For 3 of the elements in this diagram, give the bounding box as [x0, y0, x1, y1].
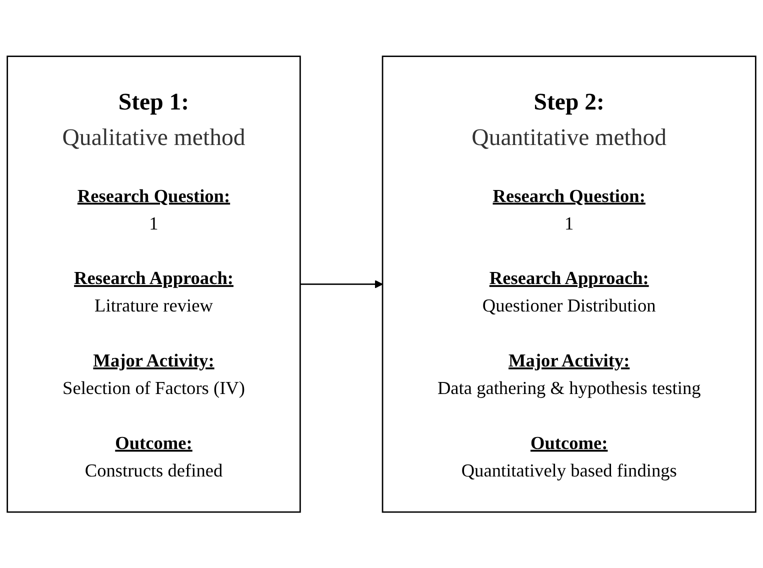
arrow	[300, 280, 383, 288]
node-box: Step 2: Quantitative method Research Question: 1 Research Approach: Questioner Distribution Major Activity: Data gathering & hypothesis testing Outcome: Quantitatively based findings	[382, 55, 756, 513]
node-box: Step 1: Qualitative method Research Question: 1 Research Approach: Litrature review Major Activity: Selection of Factors (IV) Outcome: Constructs defined	[6, 55, 301, 513]
